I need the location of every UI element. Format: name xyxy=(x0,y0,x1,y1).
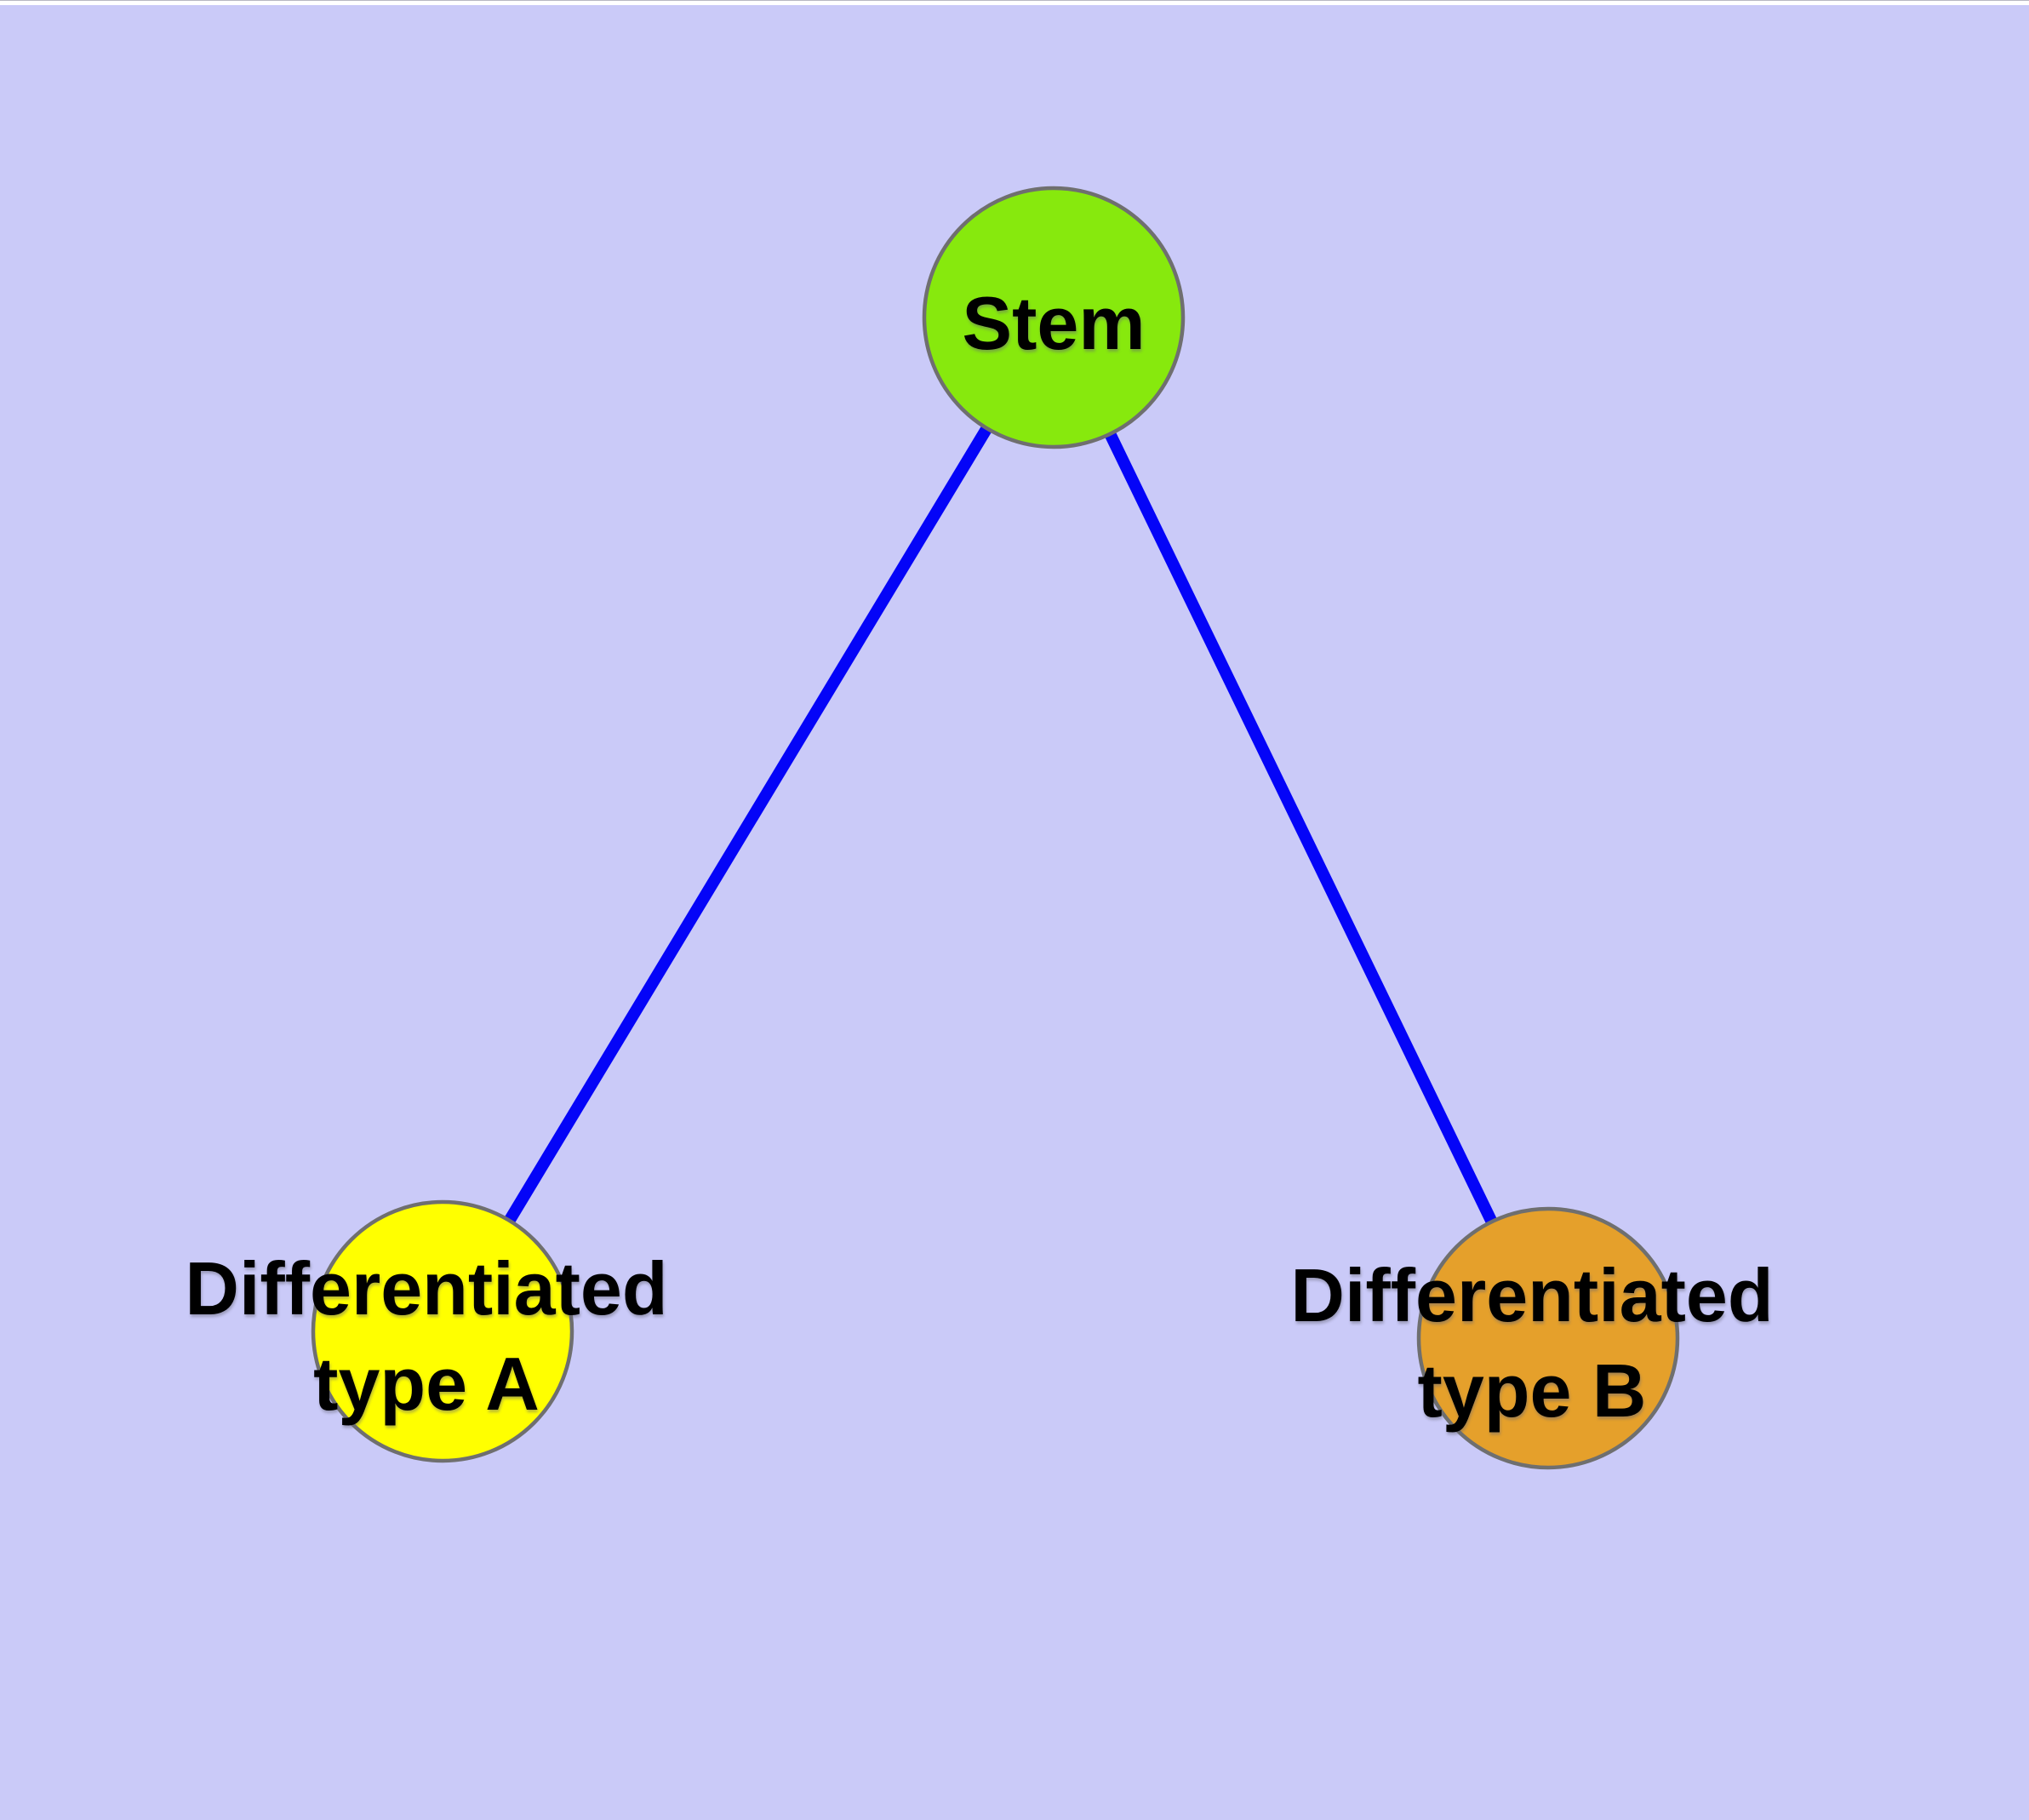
node-diff-b-label: Differentiated type B xyxy=(1290,1253,1773,1433)
node-stem-label-line-1: Stem xyxy=(962,281,1145,365)
node-diff-b-label-line-1: Differentiated xyxy=(1290,1253,1773,1337)
edge-stem-to-diff-a xyxy=(437,314,1059,1335)
node-diff-a-label-line-2: type A xyxy=(313,1342,540,1426)
node-diff-a-label-line-1: Differentiated xyxy=(185,1246,667,1331)
edges-layer xyxy=(437,314,1554,1342)
node-diff-a xyxy=(311,1199,574,1463)
canvas-top-border xyxy=(0,0,2029,5)
node-diff-a-label: Differentiated type A xyxy=(185,1246,667,1426)
nodes-layer xyxy=(311,186,1680,1470)
node-diff-b-label-line-2: type B xyxy=(1418,1348,1647,1433)
node-stem-label: Stem xyxy=(962,281,1145,365)
node-diff-b xyxy=(1416,1206,1680,1470)
node-stem xyxy=(922,186,1186,449)
edge-stem-to-diff-b xyxy=(1048,314,1554,1342)
